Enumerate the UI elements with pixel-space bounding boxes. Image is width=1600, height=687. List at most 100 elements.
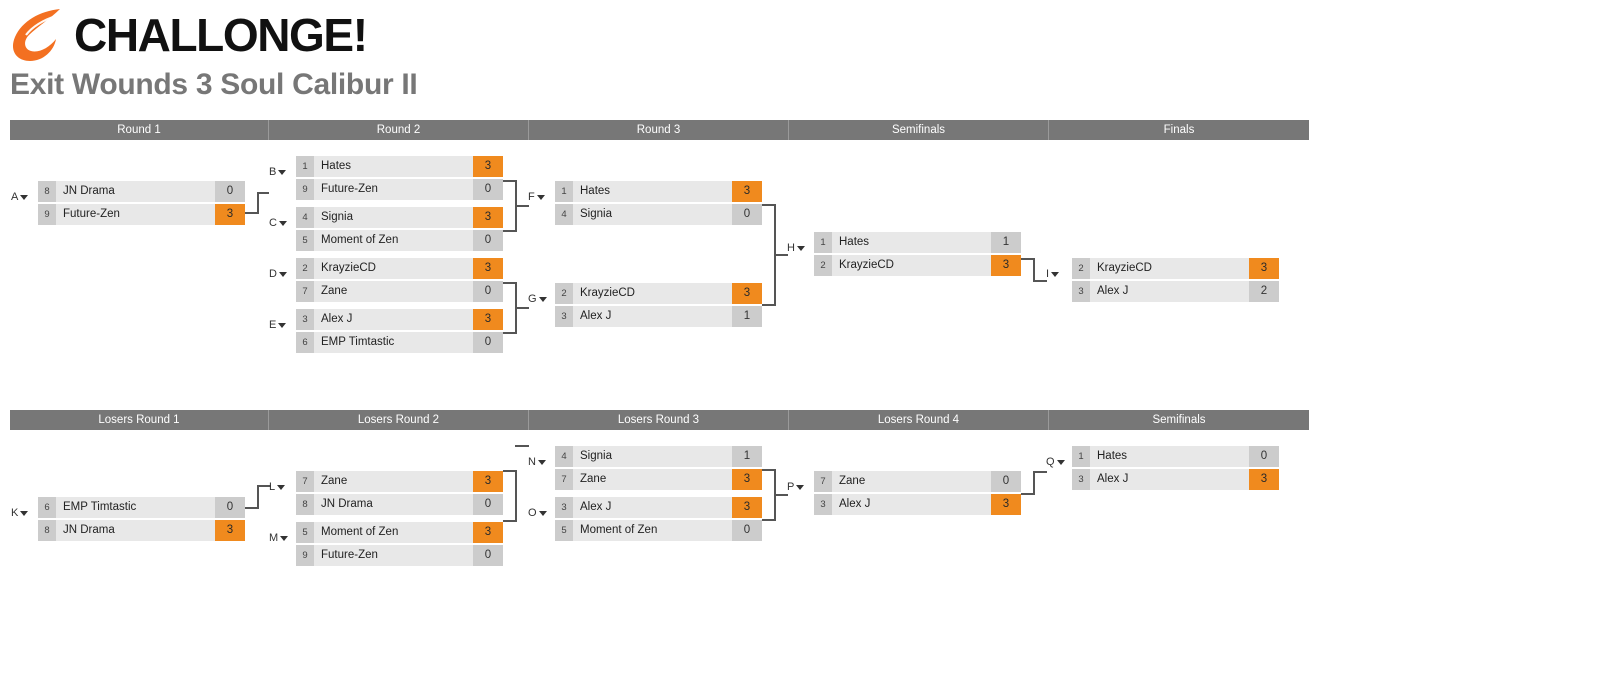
chevron-down-icon[interactable]: [538, 297, 547, 302]
participant-name: Moment of Zen: [314, 522, 473, 543]
match-label-h[interactable]: H: [787, 243, 805, 254]
match-label-text: N: [528, 456, 536, 468]
challonge-logo[interactable]: CHALLONGE!: [10, 6, 368, 64]
match-label-i[interactable]: I: [1046, 269, 1060, 280]
match-label-a[interactable]: A: [11, 192, 29, 203]
seed-badge: 7: [814, 471, 832, 492]
seed-badge: 9: [296, 179, 314, 200]
match-label-o[interactable]: O: [528, 508, 547, 519]
match-label-f[interactable]: F: [528, 192, 545, 203]
chevron-down-icon[interactable]: [278, 221, 287, 226]
match-label-d[interactable]: D: [269, 269, 287, 280]
match-label-c[interactable]: C: [269, 218, 287, 229]
chevron-down-icon[interactable]: [1051, 272, 1060, 277]
seed-badge: 2: [555, 283, 573, 304]
chevron-down-icon[interactable]: [278, 170, 287, 175]
match-label-text: L: [269, 481, 276, 493]
match-label-q[interactable]: Q: [1046, 457, 1065, 468]
seed-badge: 5: [296, 230, 314, 251]
score-loser: 1: [991, 232, 1021, 253]
chevron-down-icon[interactable]: [280, 536, 289, 541]
match-label-g[interactable]: G: [528, 294, 547, 305]
match-label-k[interactable]: K: [11, 508, 29, 519]
match-label-b[interactable]: B: [269, 167, 287, 178]
chevron-down-icon[interactable]: [20, 511, 29, 516]
participant-name: KrayzieCD: [1090, 258, 1249, 279]
seed-badge: 1: [1072, 446, 1090, 467]
participant-name: Moment of Zen: [573, 520, 732, 541]
match-label-l[interactable]: L: [269, 481, 286, 493]
match-label-m[interactable]: M: [269, 532, 289, 544]
match-label-text: O: [528, 507, 537, 519]
chevron-down-icon[interactable]: [1056, 460, 1065, 465]
match-label-p[interactable]: P: [787, 482, 805, 493]
chevron-down-icon[interactable]: [796, 485, 805, 490]
match-label-text: M: [269, 532, 279, 544]
chevron-down-icon[interactable]: [277, 485, 286, 490]
score-winner: 3: [732, 181, 762, 202]
chevron-down-icon[interactable]: [537, 460, 546, 465]
chevron-down-icon[interactable]: [796, 246, 805, 251]
chevron-down-icon[interactable]: [536, 195, 545, 200]
chevron-down-icon[interactable]: [278, 323, 287, 328]
match-label-e[interactable]: E: [269, 320, 287, 331]
participant-name: Zane: [314, 471, 473, 492]
participant-name: Signia: [573, 204, 732, 225]
score-winner: 3: [991, 494, 1021, 515]
match-label-n[interactable]: N: [528, 457, 546, 468]
chevron-down-icon[interactable]: [538, 511, 547, 516]
chevron-down-icon[interactable]: [278, 272, 287, 277]
score-winner: 3: [473, 258, 503, 279]
chevron-down-icon[interactable]: [20, 195, 29, 200]
